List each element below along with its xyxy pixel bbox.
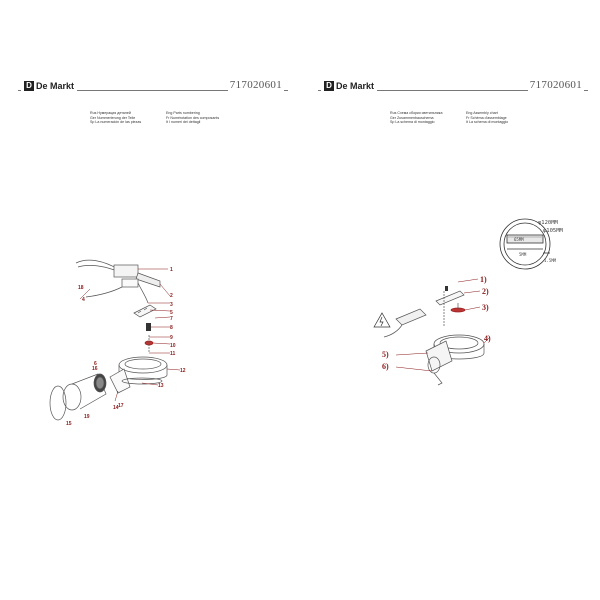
brand-name: De Markt <box>36 81 75 91</box>
part-number-12: 12 <box>180 368 186 374</box>
de-markt-logo-icon: D <box>324 81 334 91</box>
step-label-2: 2) <box>482 287 489 296</box>
dimension-depth: 65MM <box>514 237 524 242</box>
part-number-2: 2 <box>170 293 173 299</box>
caption-it: It I numeri dei dettagli <box>166 120 201 125</box>
part-number-15: 15 <box>66 421 72 427</box>
caption-rus: Rus Схема сборки светильника <box>390 111 443 115</box>
dimension-inner-diameter: φ105MM <box>543 228 564 234</box>
caption-eng: Eng Parts numbering <box>166 111 200 115</box>
caption-ger: Ger Nummerierung der Teile <box>90 115 136 120</box>
caption-rus: Rus Нумерация деталей <box>90 111 131 115</box>
dimension-outer-diameter: φ120MM <box>538 220 559 226</box>
part-number-14: 14 <box>113 405 119 411</box>
part-number-5: 5 <box>170 310 173 316</box>
dimension-lip: 5MM <box>519 252 527 257</box>
caption-fr: Fr Schéma d'assemblage <box>466 115 507 120</box>
part-number-9: 9 <box>170 335 173 341</box>
assembly-diagram: φ120MM φ105MM 65MM 5MM 1.5MM <box>373 218 564 386</box>
parts-numbering-sheet: D De Markt 717020601 Rus Нумерация детал… <box>18 79 288 511</box>
caption-sp: Sp La schema di montaggio <box>390 120 435 125</box>
caption-eng: Eng Assembly chart <box>466 111 498 115</box>
part-number-13: 13 <box>158 383 164 389</box>
part-number-4: 4 <box>82 297 85 303</box>
product-code: 717020601 <box>227 79 284 91</box>
caption-it: It La schema di montaggio <box>466 120 509 125</box>
caption-fr: Fr Numérotation des composants <box>166 115 220 120</box>
language-captions: Rus Схема сборки светильника Eng Assembly… <box>390 111 508 125</box>
step-label-5: 5) <box>382 350 389 359</box>
product-code: 717020601 <box>527 79 584 91</box>
part-number-8: 8 <box>170 325 173 331</box>
step-label-4: 4) <box>484 334 491 343</box>
step-label-3: 3) <box>482 303 489 312</box>
part-number-3: 3 <box>170 302 173 308</box>
step-label-1: 1) <box>480 275 487 284</box>
part-number-17: 17 <box>118 403 124 409</box>
brand-name: De Markt <box>336 81 375 91</box>
part-number-6: 6 <box>94 361 97 367</box>
part-number-1: 1 <box>170 267 173 273</box>
caption-ger: Ger Zusammenbauschema <box>390 115 434 120</box>
part-number-19: 19 <box>84 414 90 420</box>
part-number-11: 11 <box>170 351 176 357</box>
assembly-chart-sheet: D De Markt 717020601 Rus Схема сборки св… <box>318 79 588 511</box>
de-markt-logo-icon: D <box>24 81 34 91</box>
dimension-thickness: 1.5MM <box>544 258 557 263</box>
part-number-7: 7 <box>170 316 173 322</box>
part-number-18: 18 <box>78 285 84 291</box>
brand-logo: D De Markt <box>321 81 378 91</box>
part-number-10: 10 <box>170 343 176 349</box>
brand-logo: D De Markt <box>21 81 78 91</box>
step-label-6: 6) <box>382 362 389 371</box>
caption-sp: Sp La numeración de las piezas <box>90 120 142 125</box>
language-captions: Rus Нумерация деталей Eng Parts numbering… <box>90 111 219 125</box>
part-number-16: 16 <box>92 366 98 372</box>
exploded-parts-diagram: 1 2 3 5 7 8 9 10 11 12 13 14 15 16 17 18… <box>49 259 186 427</box>
